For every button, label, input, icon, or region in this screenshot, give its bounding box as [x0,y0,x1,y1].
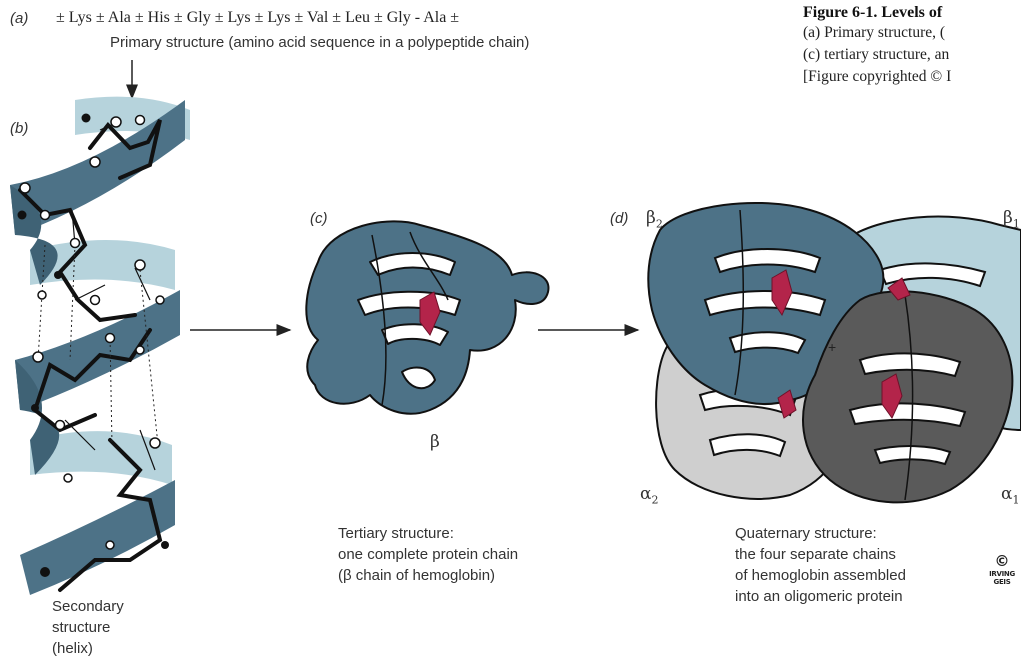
beta2-subscript: 2 [656,217,663,230]
tertiary-caption-line2: one complete protein chain [338,544,518,565]
panel-b-label: (b) [10,120,28,137]
quaternary-structure-caption: Quaternary structure: the four separate … [735,523,906,607]
figure-caption-line1: (a) Primary structure, ( [803,22,1021,44]
quaternary-caption-line4: into an oligomeric protein [735,586,906,607]
alpha-helix-ribbon [10,97,190,595]
panel-c-label: (c) [310,210,328,227]
tertiary-caption-line3: (β chain of hemoglobin) [338,565,518,586]
secondary-structure-caption: Secondary structure (helix) [52,596,124,659]
beta2-symbol: β [646,208,656,228]
alpha1-subscript: 1 [1012,493,1019,506]
artist-signature: © IRVING GEIS [985,552,1019,586]
panel-d-label: (d) [610,210,628,227]
copyright-symbol: © [985,552,1019,570]
center-plus-sign: + [828,339,836,355]
alpha2-subunit-label: α2 [640,484,658,506]
tertiary-caption-line1: Tertiary structure: [338,523,518,544]
alpha2-symbol: α [640,484,651,504]
figure-caption-line3: [Figure copyrighted © I [803,66,1021,88]
tertiary-structure-caption: Tertiary structure: one complete protein… [338,523,518,586]
alpha2-subscript: 2 [651,493,658,506]
quaternary-caption-line1: Quaternary structure: [735,523,906,544]
secondary-caption-line3: (helix) [52,638,124,659]
secondary-caption-line2: structure [52,617,124,638]
panel-a-label: (a) [10,10,28,27]
secondary-caption-line1: Secondary [52,596,124,617]
figure-caption-line2: (c) tertiary structure, an [803,44,1021,66]
beta1-subunit-label: β1 [1003,208,1020,230]
alpha1-symbol: α [1001,484,1012,504]
quaternary-caption-line3: of hemoglobin assembled [735,565,906,586]
primary-sequence: ± Lys ± Ala ± His ± Gly ± Lys ± Lys ± Va… [56,9,459,27]
tertiary-beta-label: β [430,432,440,452]
figure-caption-title: Figure 6-1. Levels of [803,4,1021,22]
beta2-subunit-label: β2 [646,208,663,230]
primary-structure-caption: Primary structure (amino acid sequence i… [110,32,529,53]
beta1-subscript: 1 [1013,217,1020,230]
quaternary-caption-line2: the four separate chains [735,544,906,565]
alpha1-subunit-label: α1 [1001,484,1019,506]
figure-caption: Figure 6-1. Levels of (a) Primary struct… [803,4,1021,88]
artist-name: IRVING GEIS [985,570,1019,586]
beta1-symbol: β [1003,208,1013,228]
